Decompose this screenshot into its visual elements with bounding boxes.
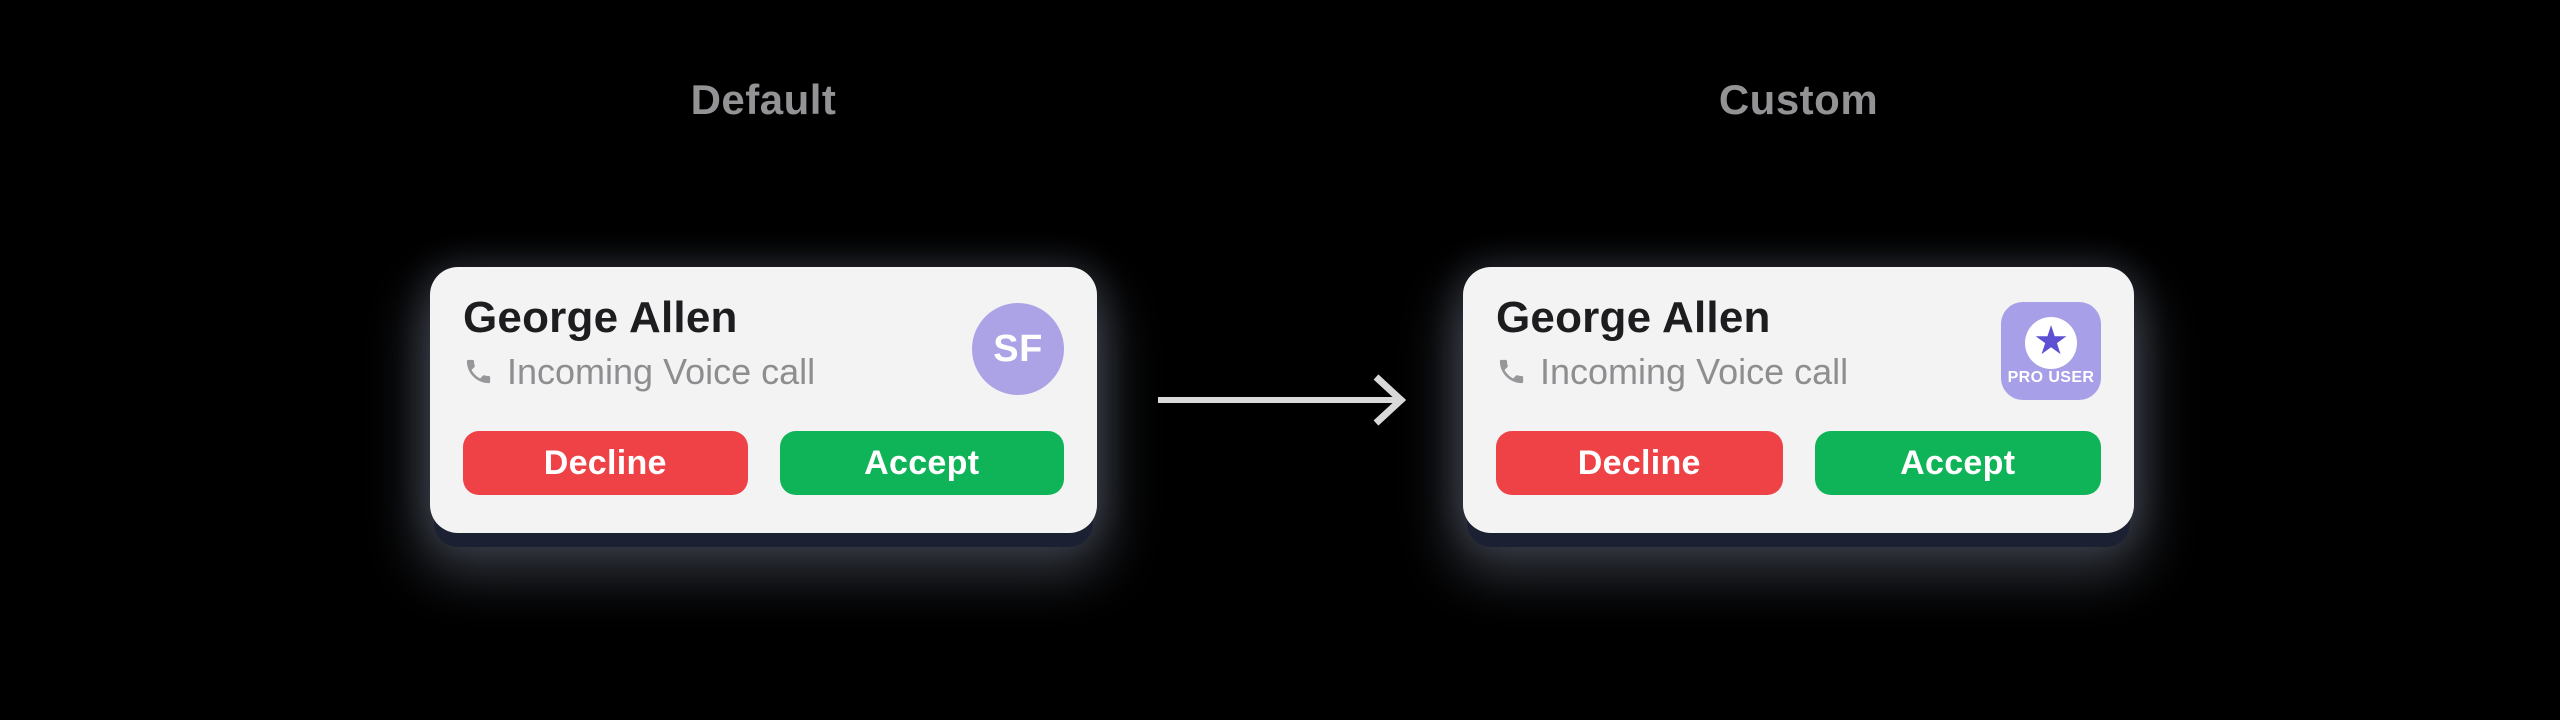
call-type-row: Incoming Voice call <box>1496 350 1848 393</box>
decline-button[interactable]: Decline <box>463 431 748 495</box>
star-icon: ★ <box>2033 319 2069 363</box>
pro-user-badge: ★ PRO USER <box>2001 302 2101 400</box>
card-header: George Allen Incoming Voice call SF <box>463 293 1064 395</box>
avatar: SF <box>972 303 1064 395</box>
call-type-label: Incoming Voice call <box>507 350 816 392</box>
accept-button[interactable]: Accept <box>1814 431 2101 495</box>
badge-label: PRO USER <box>2007 369 2095 386</box>
call-actions: Decline Accept <box>1496 431 2101 495</box>
caller-name: George Allen <box>463 293 738 342</box>
caller-name: George Allen <box>1496 293 1771 342</box>
call-card-custom: George Allen Incoming Voice call ★ PRO U… <box>1463 267 2134 533</box>
call-actions: Decline Accept <box>463 431 1064 495</box>
section-title-custom: Custom <box>1718 76 1879 123</box>
caller-info: George Allen Incoming Voice call <box>1496 293 1848 393</box>
right-arrow-icon <box>1158 374 1407 426</box>
decline-button[interactable]: Decline <box>1496 431 1783 495</box>
caller-info: George Allen Incoming Voice call <box>463 293 815 393</box>
accept-button[interactable]: Accept <box>779 431 1064 495</box>
avatar-initials: SF <box>993 327 1043 370</box>
card-header: George Allen Incoming Voice call ★ PRO U… <box>1496 293 2101 400</box>
section-title-default: Default <box>690 76 837 123</box>
call-card-default: George Allen Incoming Voice call SF Decl… <box>430 267 1097 533</box>
phone-icon <box>466 359 491 383</box>
call-type-row: Incoming Voice call <box>463 350 815 393</box>
badge-star-circle: ★ <box>2025 317 2077 369</box>
call-type-label: Incoming Voice call <box>1540 350 1849 392</box>
phone-icon <box>1499 359 1524 383</box>
